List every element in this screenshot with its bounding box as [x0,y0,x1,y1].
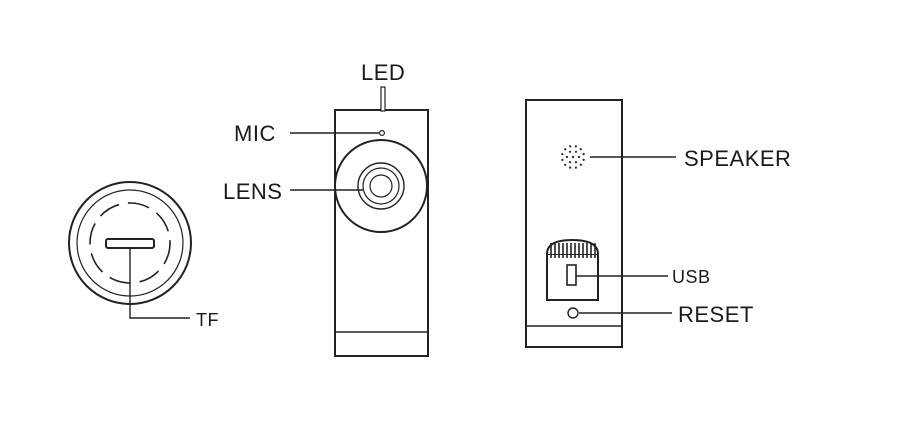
reset-button [567,307,579,319]
speaker-hole [564,163,567,166]
speaker-hole [574,145,577,148]
tf-label: TF [196,310,219,330]
mic-label: MIC [234,121,276,146]
back-body [525,99,623,348]
speaker-hole [579,148,582,151]
led-indicator [380,86,386,112]
lens-ring-middle [362,167,400,205]
led-label: LED [361,60,405,85]
lens-ring-inner [369,174,393,198]
speaker-hole [568,150,572,153]
speaker-grille [561,145,585,169]
camera-front-view: LED MIC LENS [223,60,429,357]
speaker-hole [574,161,578,164]
lens-label: LENS [223,179,282,204]
reset-label: RESET [678,302,754,327]
usb-grip-ridges [550,243,596,258]
speaker-hole [582,158,585,161]
speaker-hole [582,153,585,156]
speaker-hole [569,145,572,148]
usb-label: USB [672,267,711,287]
speaker-hole [564,148,567,151]
speaker-hole [577,155,581,159]
tf-card-slot [105,238,155,249]
speaker-hole [571,155,575,159]
speaker-hole [568,161,572,164]
camera-back-view: SPEAKER USB RESET [525,99,791,348]
speaker-hole [565,155,569,159]
speaker-hole [561,158,564,161]
mic-hole [379,130,386,137]
camera-base-top-view: TF [68,181,219,330]
usb-port [566,264,577,286]
speaker-hole [579,163,582,166]
speaker-hole [574,150,578,153]
speaker-hole [569,166,572,169]
speaker-hole [561,153,564,156]
lens-housing [334,139,428,233]
speaker-label: SPEAKER [684,146,791,171]
speaker-hole [574,166,577,169]
tf-leader-line [129,248,190,319]
lens-ring-outer [357,162,405,210]
